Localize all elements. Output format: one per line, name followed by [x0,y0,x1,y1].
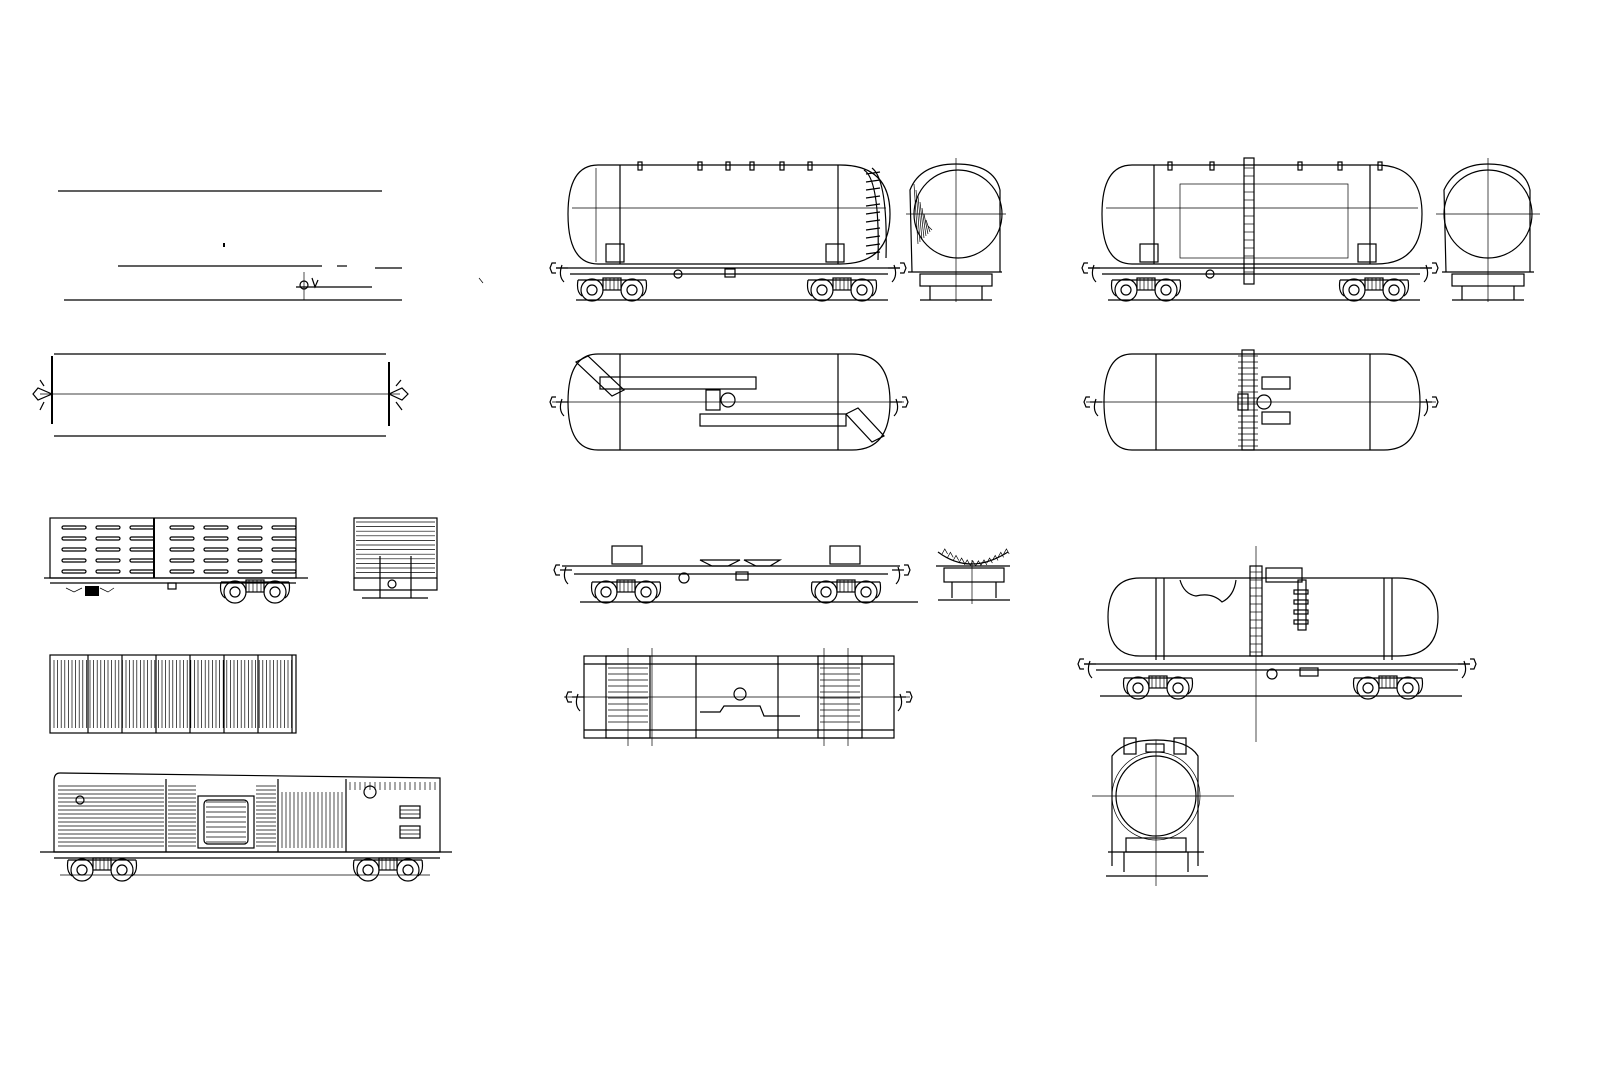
tank-car-c-side-view [1077,546,1477,742]
boxcar-side-view [44,517,308,604]
tank-car-c-end-view [1092,737,1234,886]
tank-car-b-side-view [1081,157,1439,302]
underframe-side-view [553,545,918,604]
flatcar-side-view [58,190,484,301]
flatcar-top-view [32,353,409,437]
tank-car-a-end-view [906,158,1006,302]
tank-car-b-top-view [1083,349,1439,451]
boxcar-end-view [353,517,438,599]
underframe-end-view [936,548,1010,604]
tank-car-a-side-view [549,161,907,302]
tank-car-b-end-view [1436,158,1540,302]
refrigerator-car-side-view [40,772,452,882]
tank-car-a-top-view [549,353,909,451]
boxcar-top-view [49,654,297,734]
underframe-top-view [564,648,913,746]
